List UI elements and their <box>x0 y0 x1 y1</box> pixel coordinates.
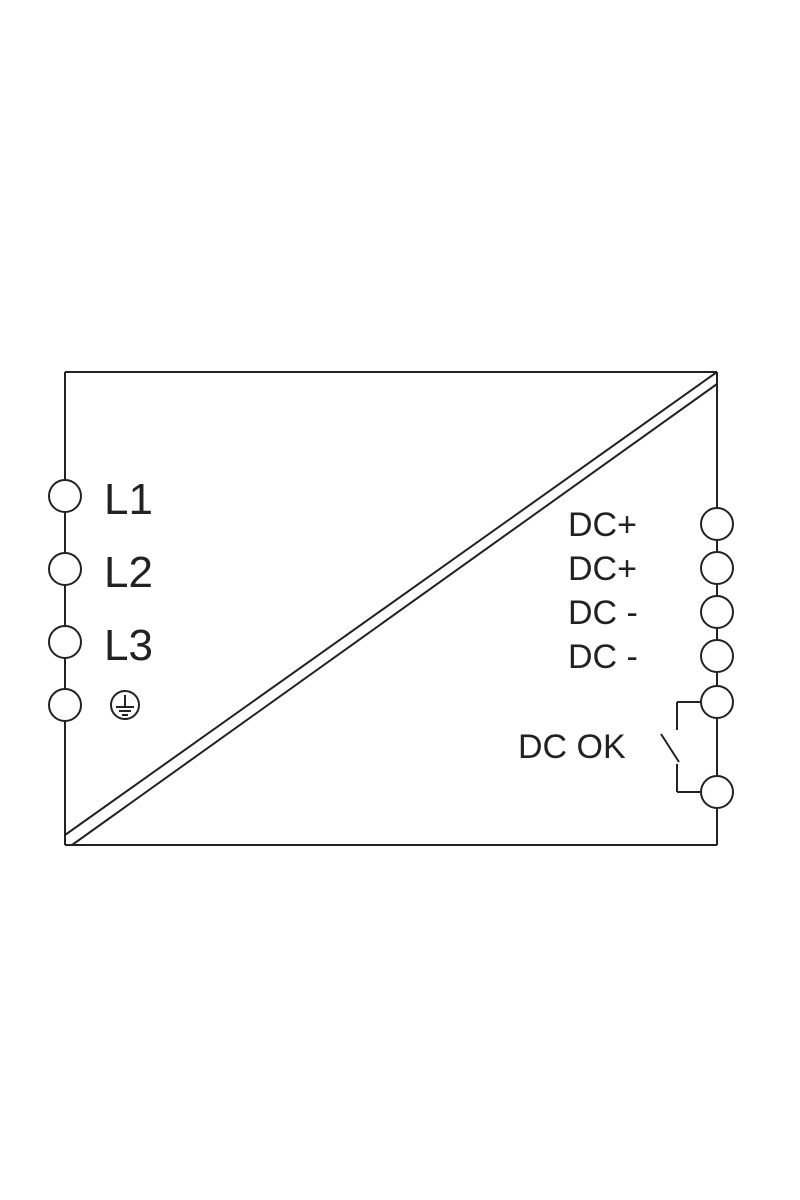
output-terminal-dc-minus-2 <box>700 639 734 673</box>
relay-terminal-1 <box>700 685 734 719</box>
output-label-dc-minus-1: DC - <box>568 594 638 632</box>
output-terminal-dc-plus-1 <box>700 507 734 541</box>
relay-terminal-2 <box>700 775 734 809</box>
module-outline <box>64 371 718 846</box>
input-label-l3: L3 <box>104 621 153 670</box>
output-label-dc-minus-2: DC - <box>568 638 638 676</box>
input-terminal-l3 <box>48 625 82 659</box>
relay-label: DC OK <box>518 728 626 766</box>
output-terminal-dc-minus-1 <box>700 595 734 629</box>
relay-contact-icon <box>660 701 701 793</box>
input-terminal-pe <box>48 688 82 722</box>
output-label-dc-plus-2: DC+ <box>568 550 637 588</box>
input-terminal-l1 <box>48 479 82 513</box>
output-label-dc-plus-1: DC+ <box>568 506 637 544</box>
conversion-diagonal <box>64 371 718 846</box>
input-label-l1: L1 <box>104 475 153 524</box>
ground-icon <box>110 690 140 720</box>
output-terminal-dc-plus-2 <box>700 551 734 585</box>
input-terminal-l2 <box>48 552 82 586</box>
input-label-l2: L2 <box>104 548 153 597</box>
